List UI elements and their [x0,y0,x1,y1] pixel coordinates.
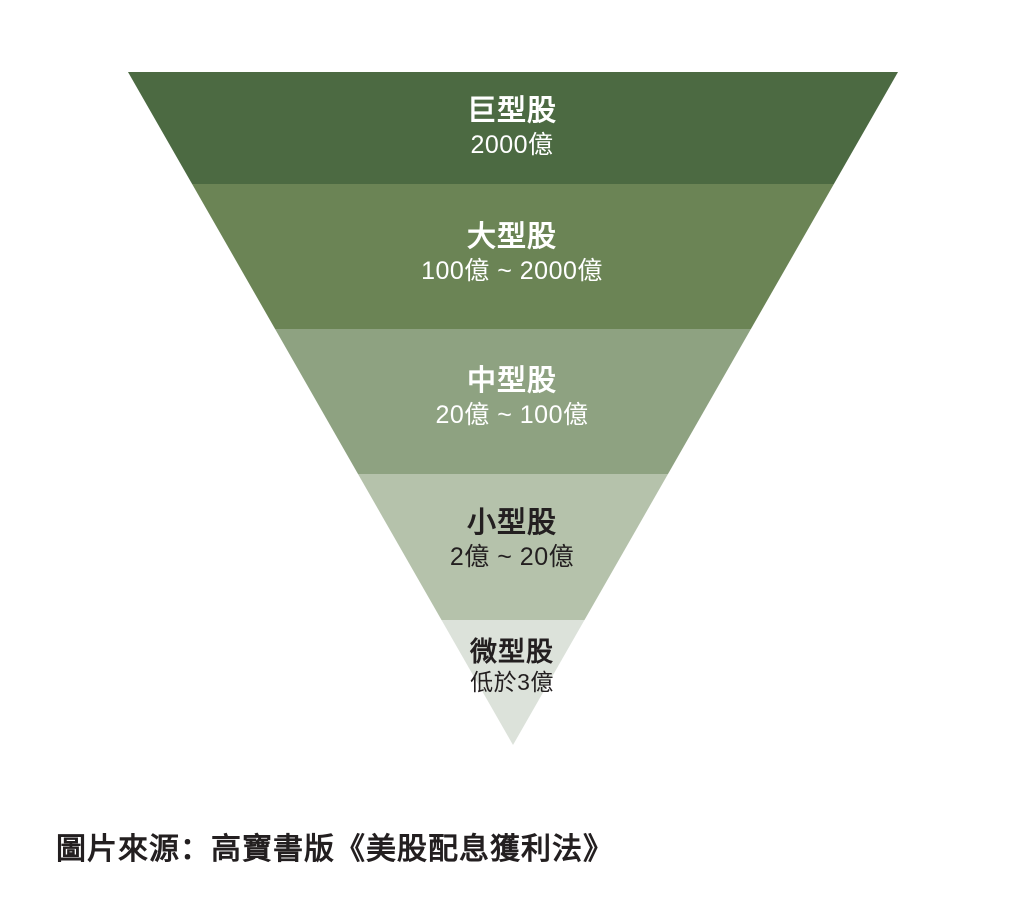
pyramid-tier-micro[interactable] [441,620,585,745]
pyramid-shape [128,72,898,745]
pyramid-tier-large[interactable] [192,184,834,329]
pyramid-diagram: 巨型股 2000億 大型股 100億 ~ 2000億 中型股 20億 ~ 100… [128,72,898,745]
pyramid-tier-small[interactable] [358,474,668,620]
pyramid-tier-mid[interactable] [275,329,751,474]
source-caption: 圖片來源：高寶書版《美股配息獲利法》 [56,833,614,866]
pyramid-tier-mega[interactable] [128,72,898,184]
